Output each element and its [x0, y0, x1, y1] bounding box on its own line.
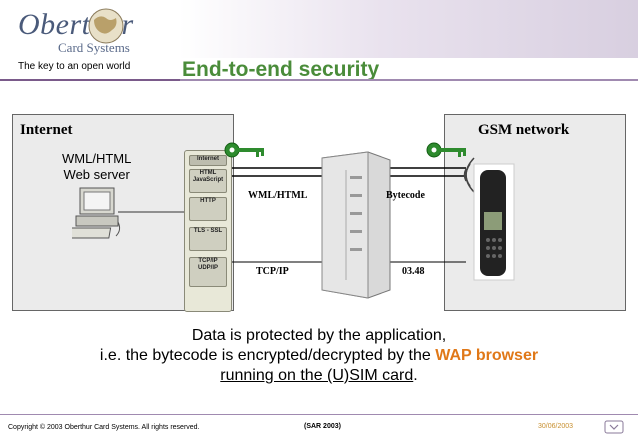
- internet-label: Internet: [20, 122, 73, 138]
- title-rule-right: [180, 79, 638, 81]
- stack-cell-http: HTTP: [189, 197, 227, 221]
- footer-date: 30/06/2003: [538, 423, 574, 430]
- footer-code: (SAR 2003): [304, 423, 341, 430]
- footer-copyright: Copyright © 2003 Oberthur Card Systems. …: [8, 424, 200, 431]
- usim-card-underlined: running on the (U)SIM card: [220, 367, 414, 384]
- web-server-label: WML/HTML Web server: [62, 151, 131, 183]
- right-key-icon: [426, 142, 466, 158]
- page-number-icon: [604, 420, 624, 434]
- caption-wml-html: WML/HTML: [248, 190, 308, 201]
- web-server-label-line2: Web server: [63, 167, 130, 182]
- title-rule-left: [0, 79, 180, 81]
- desktop-computer-icon: [72, 187, 121, 239]
- radio-waves-icon: [463, 157, 475, 193]
- stack-cell-tls: TLS - SSL: [189, 227, 227, 251]
- left-key-icon: [224, 142, 264, 158]
- stack-cell-internet: Internet: [189, 155, 227, 166]
- wap-browser-highlight: WAP browser: [435, 347, 539, 364]
- caption-bytecode: Bytecode: [386, 190, 425, 201]
- caption-tcpip: TCP/IP: [256, 266, 289, 277]
- mobile-phone-icon: [473, 163, 515, 281]
- gsm-label: GSM network: [478, 122, 570, 138]
- note-line-2-text: i.e. the bytecode is encrypted/decrypted…: [99, 347, 436, 364]
- caption-0348: 03.48: [402, 266, 425, 277]
- note-line-3-period: .: [413, 367, 418, 384]
- stack-cell-tcpip: TCP/IP UDP/IP: [189, 257, 227, 287]
- tagline: The key to an open world: [18, 61, 131, 72]
- logo-subtitle: Card Systems: [58, 40, 130, 55]
- stack-cell-html: HTML JavaScript: [189, 169, 227, 193]
- gateway-server-icon: [321, 151, 391, 299]
- note-line-2: i.e. the bytecode is encrypted/decrypted…: [0, 346, 638, 366]
- footer-rule: [0, 414, 638, 415]
- globe-logo-icon: [88, 8, 124, 44]
- protocol-stack: Internet HTML JavaScript HTTP TLS - SSL …: [184, 150, 232, 312]
- web-server-label-line1: WML/HTML: [62, 151, 132, 166]
- note-line-1: Data is protected by the application,: [191, 327, 447, 344]
- page-title: End-to-end security: [182, 58, 380, 81]
- explanation-note: Data is protected by the application, i.…: [0, 326, 638, 386]
- note-line-3: running on the (U)SIM card.: [0, 366, 638, 386]
